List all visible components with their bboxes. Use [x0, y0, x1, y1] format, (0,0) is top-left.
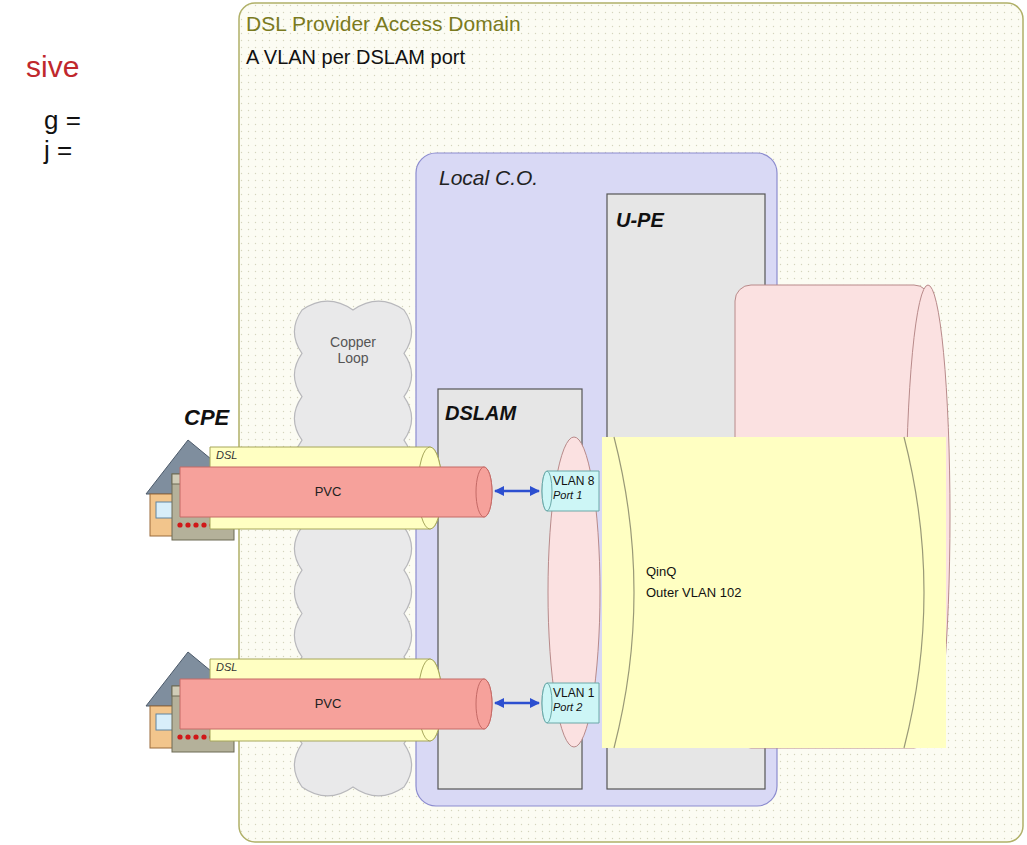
pvc-tube-text: PVC [315, 697, 342, 712]
vlan-port-tube-text: Port 2 [553, 701, 582, 714]
bidirectional-arrow [495, 490, 539, 493]
pvc-tube: PVC [180, 678, 492, 730]
central-office-box-text: Local C.O. [439, 166, 538, 190]
pvc-tube: PVC [180, 466, 492, 518]
slide-text-fragment: j = [44, 136, 72, 165]
slide-text-fragment: sive [26, 50, 79, 83]
vlan-port-tube: VLAN 8Port 1 [542, 470, 600, 512]
pvc-tube-text: PVC [315, 485, 342, 500]
dslam-box: DSLAMVLAN 8Port 1VLAN 1Port 2 [437, 388, 583, 790]
access-domain-region-text: A VLAN per DSLAM port [246, 46, 465, 69]
upe-box-text: U-PE [616, 209, 664, 232]
dsl-tube-text: DSL [216, 661, 237, 674]
qinq-tunnel-text: QinQ [646, 565, 676, 580]
bidirectional-arrow [495, 702, 539, 705]
slide-text-fragment: g = [44, 106, 81, 135]
vlan-port-tube-text: VLAN 8 [553, 475, 594, 489]
access-domain-region-text: DSL Provider Access Domain [246, 12, 521, 36]
qinq-tunnel-text: Outer VLAN 102 [646, 586, 741, 601]
vlan-port-tube: VLAN 1Port 2 [542, 682, 600, 724]
cpe-label: CPE [184, 406, 229, 430]
copper-loop-cloud-text: Copper Loop [320, 334, 386, 366]
vlan-port-tube-text: Port 1 [553, 489, 582, 502]
dsl-tube-text: DSL [216, 449, 237, 462]
vlan-port-tube-text: VLAN 1 [553, 687, 594, 701]
dslam-box-outline [437, 388, 583, 790]
dslam-box-text: DSLAM [445, 402, 516, 425]
qinq-tunnel: QinQ Outer VLAN 102 [602, 437, 946, 748]
